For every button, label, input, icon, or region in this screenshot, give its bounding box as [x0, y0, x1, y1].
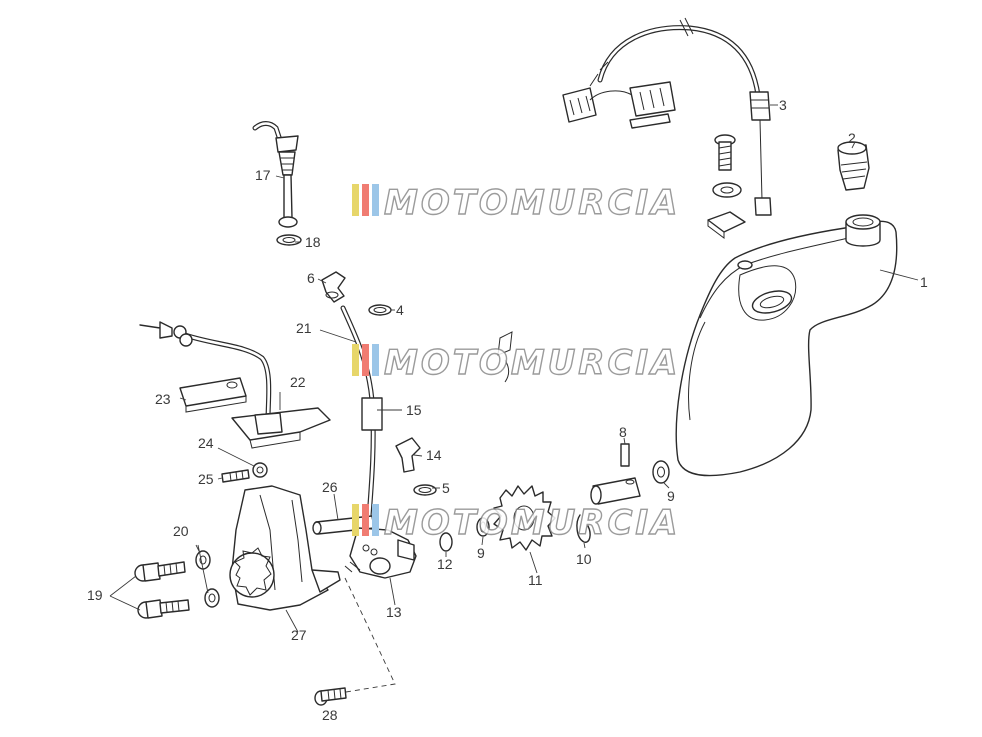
part-label-22: 22 — [290, 374, 306, 390]
part-label-15: 15 — [406, 402, 422, 418]
elbow-fitting-part — [321, 271, 346, 303]
part-label-4: 4 — [396, 302, 404, 318]
part-label-26: 26 — [322, 479, 338, 495]
watermark-middle: MOTOMURCIA — [352, 342, 680, 384]
watermark-stripe-yellow — [352, 344, 359, 376]
faint-center-part — [497, 331, 513, 383]
part-label-9a: 9 — [477, 545, 485, 561]
part-label-2: 2 — [848, 130, 856, 146]
watermark-logo: MOTOMURCIA MOTOMURCIA MOTOMURCIA — [352, 182, 680, 544]
watermark-stripe-blue — [372, 504, 379, 536]
part-label-9b: 9 — [667, 488, 675, 504]
part-label-17: 17 — [255, 167, 271, 183]
watermark-stripe-red — [362, 504, 369, 536]
leader-lines — [109, 175, 670, 633]
part-label-20: 20 — [173, 523, 189, 539]
watermark-stripe-yellow — [352, 184, 359, 216]
cable-bracket-part — [139, 321, 331, 449]
watermark-top: MOTOMURCIA — [352, 182, 680, 224]
part-label-11: 11 — [528, 572, 543, 588]
watermark-text: MOTOMURCIA — [384, 183, 680, 223]
part-label-14: 14 — [426, 447, 442, 463]
part-label-28: 28 — [322, 707, 338, 723]
watermark-text: MOTOMURCIA — [384, 343, 680, 383]
part-label-8: 8 — [619, 424, 627, 440]
small-clip-part — [413, 484, 437, 496]
retaining-clip-part — [576, 514, 591, 543]
tank-screw-washer-nut — [707, 134, 746, 239]
part-label-25: 25 — [198, 471, 214, 487]
part-label-6: 6 — [307, 270, 315, 286]
part-label-24: 24 — [198, 435, 214, 451]
part-label-21: 21 — [296, 320, 312, 336]
part-label-5: 5 — [442, 480, 450, 496]
part-label-10: 10 — [576, 551, 592, 567]
tank-cap-part — [837, 141, 870, 191]
watermark-stripe-red — [362, 184, 369, 216]
inline-fitting-part — [395, 437, 421, 473]
part-label-12: 12 — [437, 556, 453, 572]
part-label-19: 19 — [87, 587, 103, 603]
watermark-stripe-red — [362, 344, 369, 376]
watermark-stripe-blue — [372, 344, 379, 376]
oil-pump-part — [344, 527, 417, 579]
watermark-text: MOTOMURCIA — [384, 503, 680, 543]
cover-screws-part — [134, 550, 220, 619]
watermark-stripe-blue — [372, 184, 379, 216]
part-label-3: 3 — [779, 97, 787, 113]
bracket-plate-part — [179, 377, 247, 413]
pump-cover-part — [229, 485, 341, 611]
part-label-1: 1 — [920, 274, 928, 290]
breather-pipe-part — [252, 121, 302, 246]
part-label-18: 18 — [305, 234, 321, 250]
part-label-13: 13 — [386, 604, 402, 620]
oil-tank-part — [675, 214, 919, 477]
part-label-23: 23 — [155, 391, 171, 407]
drive-gear-part — [493, 485, 556, 551]
hose-clip-part — [368, 304, 392, 316]
pump-seal-part — [439, 517, 490, 552]
level-sensor-cable-part — [562, 17, 778, 216]
pump-screw-part — [314, 577, 396, 706]
small-screw-washer — [221, 462, 268, 483]
watermark-bottom: MOTOMURCIA — [352, 502, 680, 544]
drive-shaft-part — [590, 443, 670, 505]
watermark-stripe-yellow — [352, 504, 359, 536]
oil-hose-part — [340, 305, 383, 533]
part-label-27: 27 — [291, 627, 307, 643]
part-number-labels: 1 2 3 4 5 6 8 9 9 10 11 12 13 14 15 17 1… — [87, 97, 928, 723]
